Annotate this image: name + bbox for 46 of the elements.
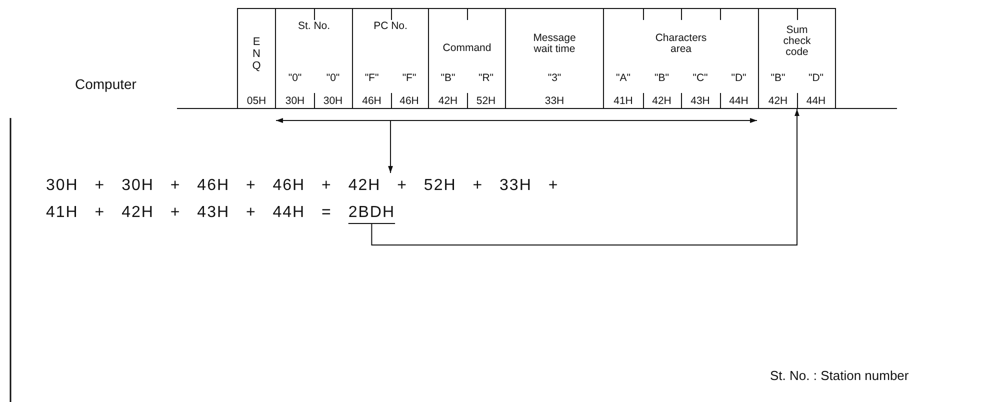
frame-field [237,8,276,108]
field-label: Command [442,43,492,54]
device-label: Computer [75,76,136,92]
checksum-formula: 30H + 30H + 46H + 46H + 42H + 52H + 33H + 41H + 42H + 43H + 44H = 2BDH [46,172,566,226]
character-value: "D" [731,72,746,84]
field-label: Sum check code [782,25,812,58]
hex-code: 33H [544,95,564,107]
character-value: "B" [440,72,456,84]
hex-code: 44H [806,95,826,107]
range-arrow [275,117,758,124]
hex-code: 42H [438,95,458,107]
character-value: "3" [548,72,562,84]
arrow [388,120,393,174]
hex-code: 30H [323,95,343,107]
arrow [371,108,800,246]
hex-code: 30H [285,95,305,107]
character-value: "R" [478,72,494,84]
frame-field [603,8,759,108]
character-value: "0" [288,72,302,84]
character-value: "D" [808,72,824,84]
character-value: "A" [616,72,630,84]
hex-code: 42H [652,95,672,107]
character-value: "0" [326,72,340,84]
hex-code: 44H [729,95,748,107]
frame-field [352,8,429,108]
frame-field [275,8,353,108]
field-label: PC No. [372,21,408,32]
character-value: "F" [364,72,379,84]
field-label: Characters area [654,33,708,56]
hex-code: 42H [768,95,788,107]
hex-code: 43H [690,95,710,107]
frame-field [428,8,506,108]
character-value: "B" [770,72,786,84]
hex-code: 41H [614,95,633,107]
hex-code: 46H [400,95,419,107]
hex-code: 05H [246,95,266,107]
field-label: ENQ [251,36,262,72]
field-label: Message wait time [532,33,577,56]
character-value: "F" [402,72,416,84]
footnote: St. No. : Station number [770,368,909,383]
field-label: St. No. [296,21,332,32]
frame-field [758,8,836,108]
character-value: "C" [692,72,708,84]
hex-code: 46H [362,95,382,107]
character-value: "B" [654,72,669,84]
hex-code: 52H [476,95,496,107]
